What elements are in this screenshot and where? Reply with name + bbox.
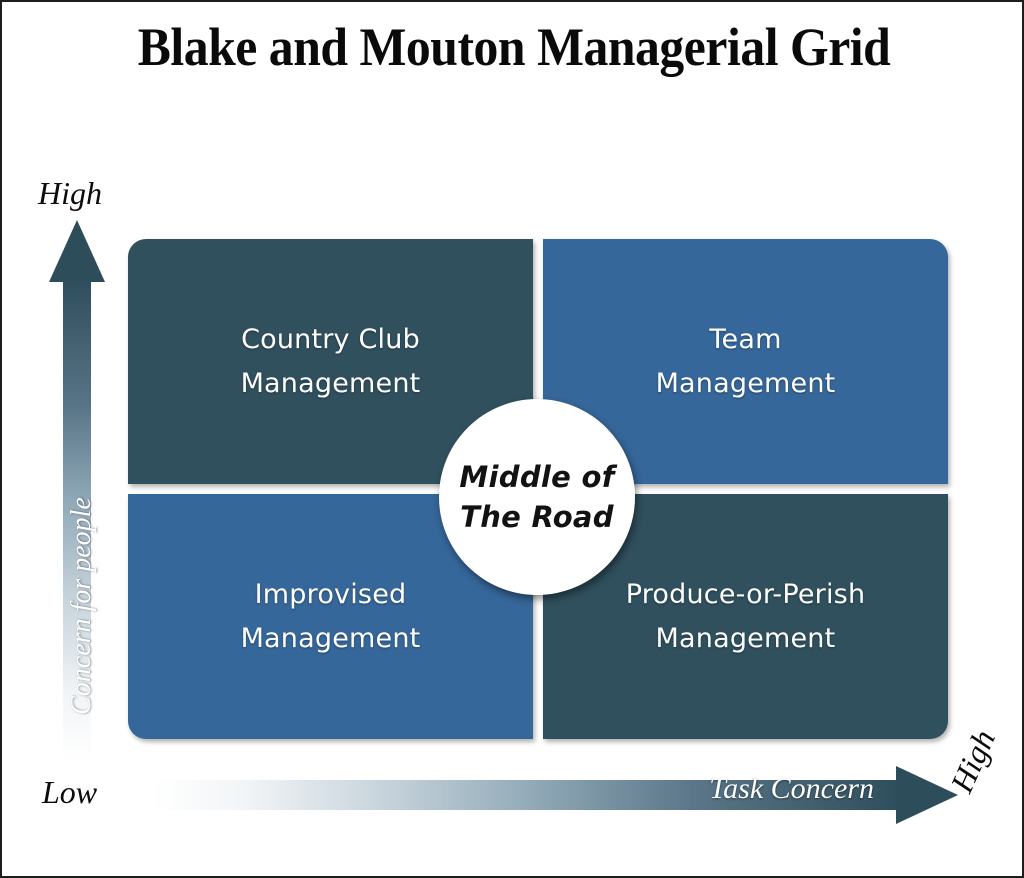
x-axis: Task Concern <box>152 766 962 824</box>
x-axis-high-label: High <box>943 724 1003 798</box>
quadrant-label-line1: Produce-or-Perish <box>625 578 866 610</box>
quadrant-label-line2: Management <box>240 367 421 399</box>
center-label-line1: Middle of <box>459 460 615 494</box>
quadrant-country-club[interactable]: Country Club Management <box>128 239 533 484</box>
center-label-line2: The Road <box>460 500 614 534</box>
quadrant-label-line1: Country Club <box>241 323 420 355</box>
quadrant-label-line1: Team <box>709 323 782 355</box>
quadrant-label-line2: Management <box>655 622 836 654</box>
x-axis-low-label: Low <box>42 774 98 810</box>
x-axis-arrow-icon <box>152 766 958 824</box>
quadrant-label-line1: Improvised <box>254 578 407 610</box>
quadrant-label-line2: Management <box>655 367 836 399</box>
y-axis-high-label: High <box>38 175 102 211</box>
quadrant-label-line2: Management <box>240 622 421 654</box>
page-title: Blake and Mouton Managerial Grid <box>137 17 891 77</box>
y-axis-arrow-icon <box>49 220 105 763</box>
y-axis: Concern for people <box>46 218 108 763</box>
middle-of-the-road-circle[interactable]: Middle of The Road <box>439 399 635 595</box>
